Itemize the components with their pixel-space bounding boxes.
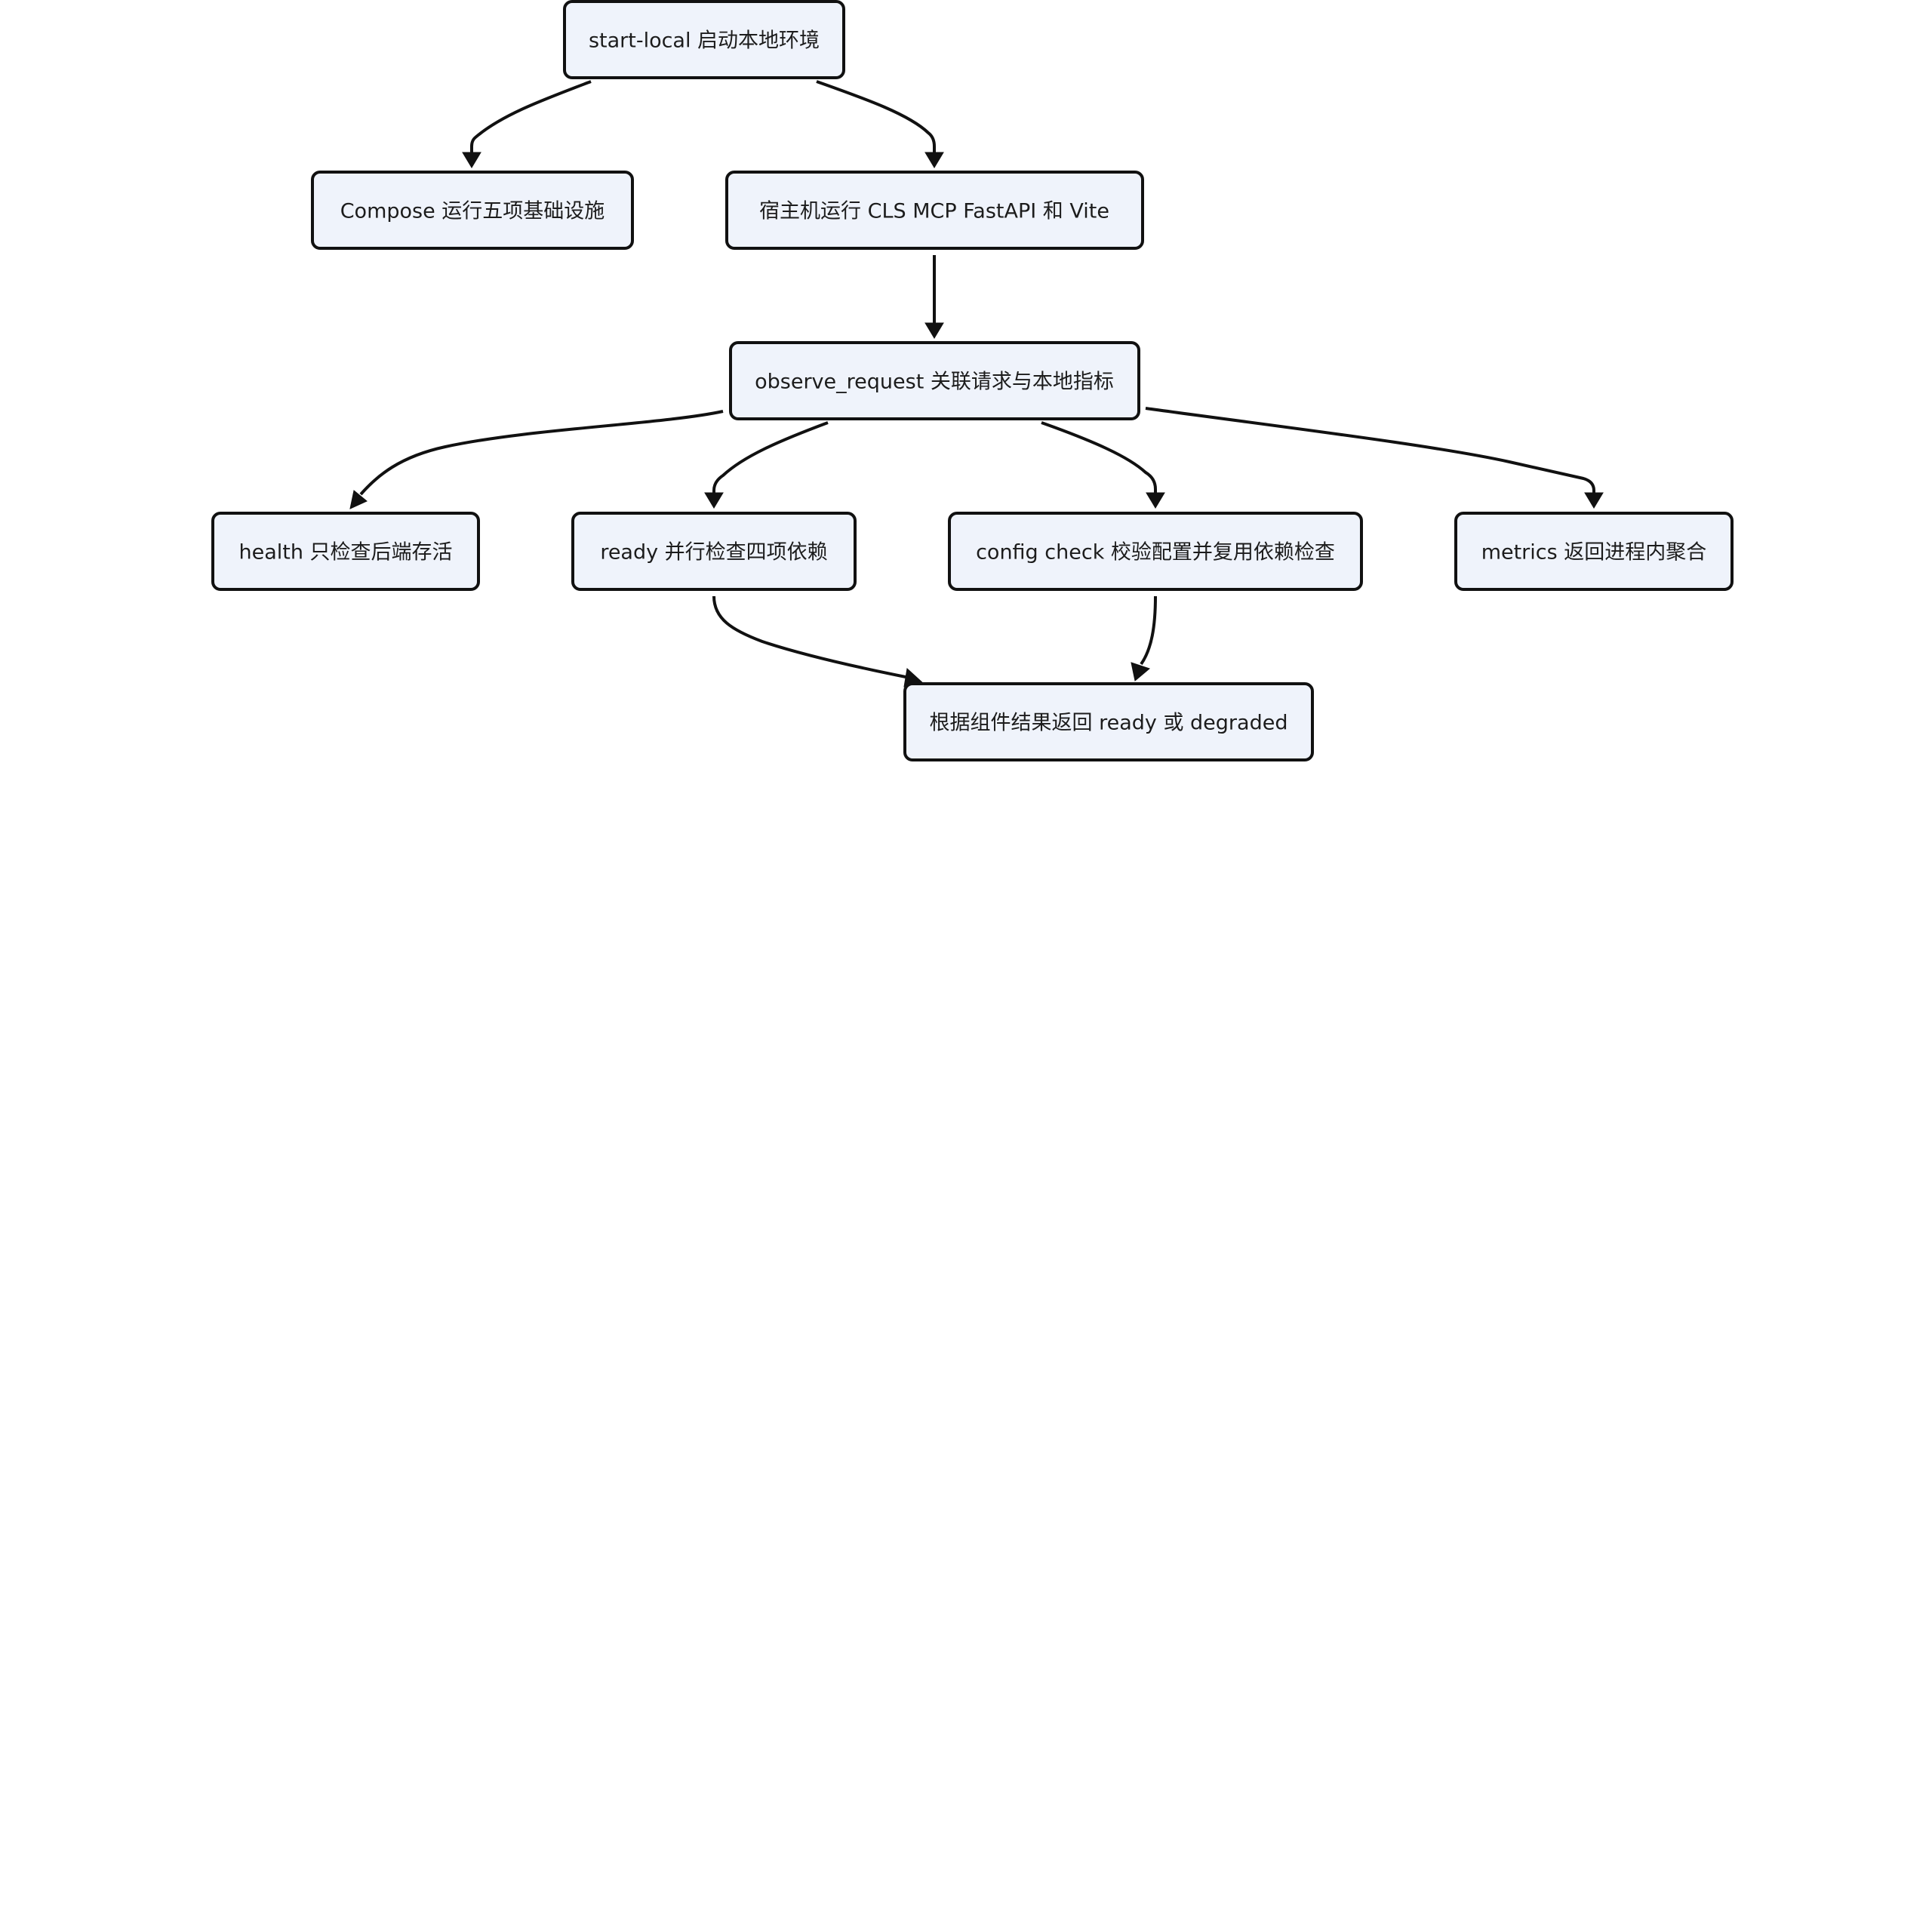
arrowhead-observe-to-metrics <box>1584 492 1604 509</box>
edge-start-to-compose <box>462 80 592 168</box>
edge-config-to-result <box>1131 595 1157 681</box>
node-metrics-label: metrics 返回进程内聚合 <box>1481 541 1707 565</box>
arrowhead-observe-to-config <box>1146 492 1165 509</box>
node-compose-label: Compose 运行五项基础设施 <box>340 200 605 223</box>
node-health[interactable]: health 只检查后端存活 <box>211 512 480 591</box>
edge-ready-to-result <box>712 595 925 688</box>
node-health-label: health 只检查后端存活 <box>238 541 452 565</box>
edge-start-to-host <box>816 80 944 168</box>
edge-host-to-observe <box>924 255 944 339</box>
edge-observe-to-health <box>349 410 724 509</box>
arrowhead-start-to-host <box>924 152 944 168</box>
node-observe-request[interactable]: observe_request 关联请求与本地指标 <box>729 341 1140 420</box>
edge-observe-to-ready <box>704 421 829 509</box>
arrowhead-observe-to-health <box>349 490 368 509</box>
node-observe-request-label: observe_request 关联请求与本地指标 <box>755 371 1114 394</box>
node-result-label: 根据组件结果返回 ready 或 degraded <box>930 712 1288 735</box>
nodes-layer: start-local 启动本地环境 Compose 运行五项基础设施 宿主机运… <box>211 0 1734 761</box>
arrowhead-host-to-observe <box>924 322 944 339</box>
arrowhead-observe-to-ready <box>704 492 724 509</box>
node-start-local-label: start-local 启动本地环境 <box>589 29 820 53</box>
node-host[interactable]: 宿主机运行 CLS MCP FastAPI 和 Vite <box>725 171 1144 250</box>
node-result[interactable]: 根据组件结果返回 ready 或 degraded <box>903 682 1314 761</box>
edge-observe-to-metrics <box>1145 407 1604 509</box>
edge-observe-to-config <box>1041 421 1165 509</box>
edges-layer <box>349 80 1604 688</box>
node-compose[interactable]: Compose 运行五项基础设施 <box>311 171 634 250</box>
node-ready[interactable]: ready 并行检查四项依赖 <box>571 512 857 591</box>
node-host-label: 宿主机运行 CLS MCP FastAPI 和 Vite <box>759 200 1109 223</box>
node-metrics[interactable]: metrics 返回进程内聚合 <box>1454 512 1734 591</box>
arrowhead-config-to-result <box>1131 662 1151 681</box>
arrowhead-start-to-compose <box>462 152 481 168</box>
node-config-check[interactable]: config check 校验配置并复用依赖检查 <box>948 512 1363 591</box>
node-ready-label: ready 并行检查四项依赖 <box>600 541 827 565</box>
node-config-check-label: config check 校验配置并复用依赖检查 <box>976 541 1335 565</box>
node-start-local[interactable]: start-local 启动本地环境 <box>563 0 845 79</box>
